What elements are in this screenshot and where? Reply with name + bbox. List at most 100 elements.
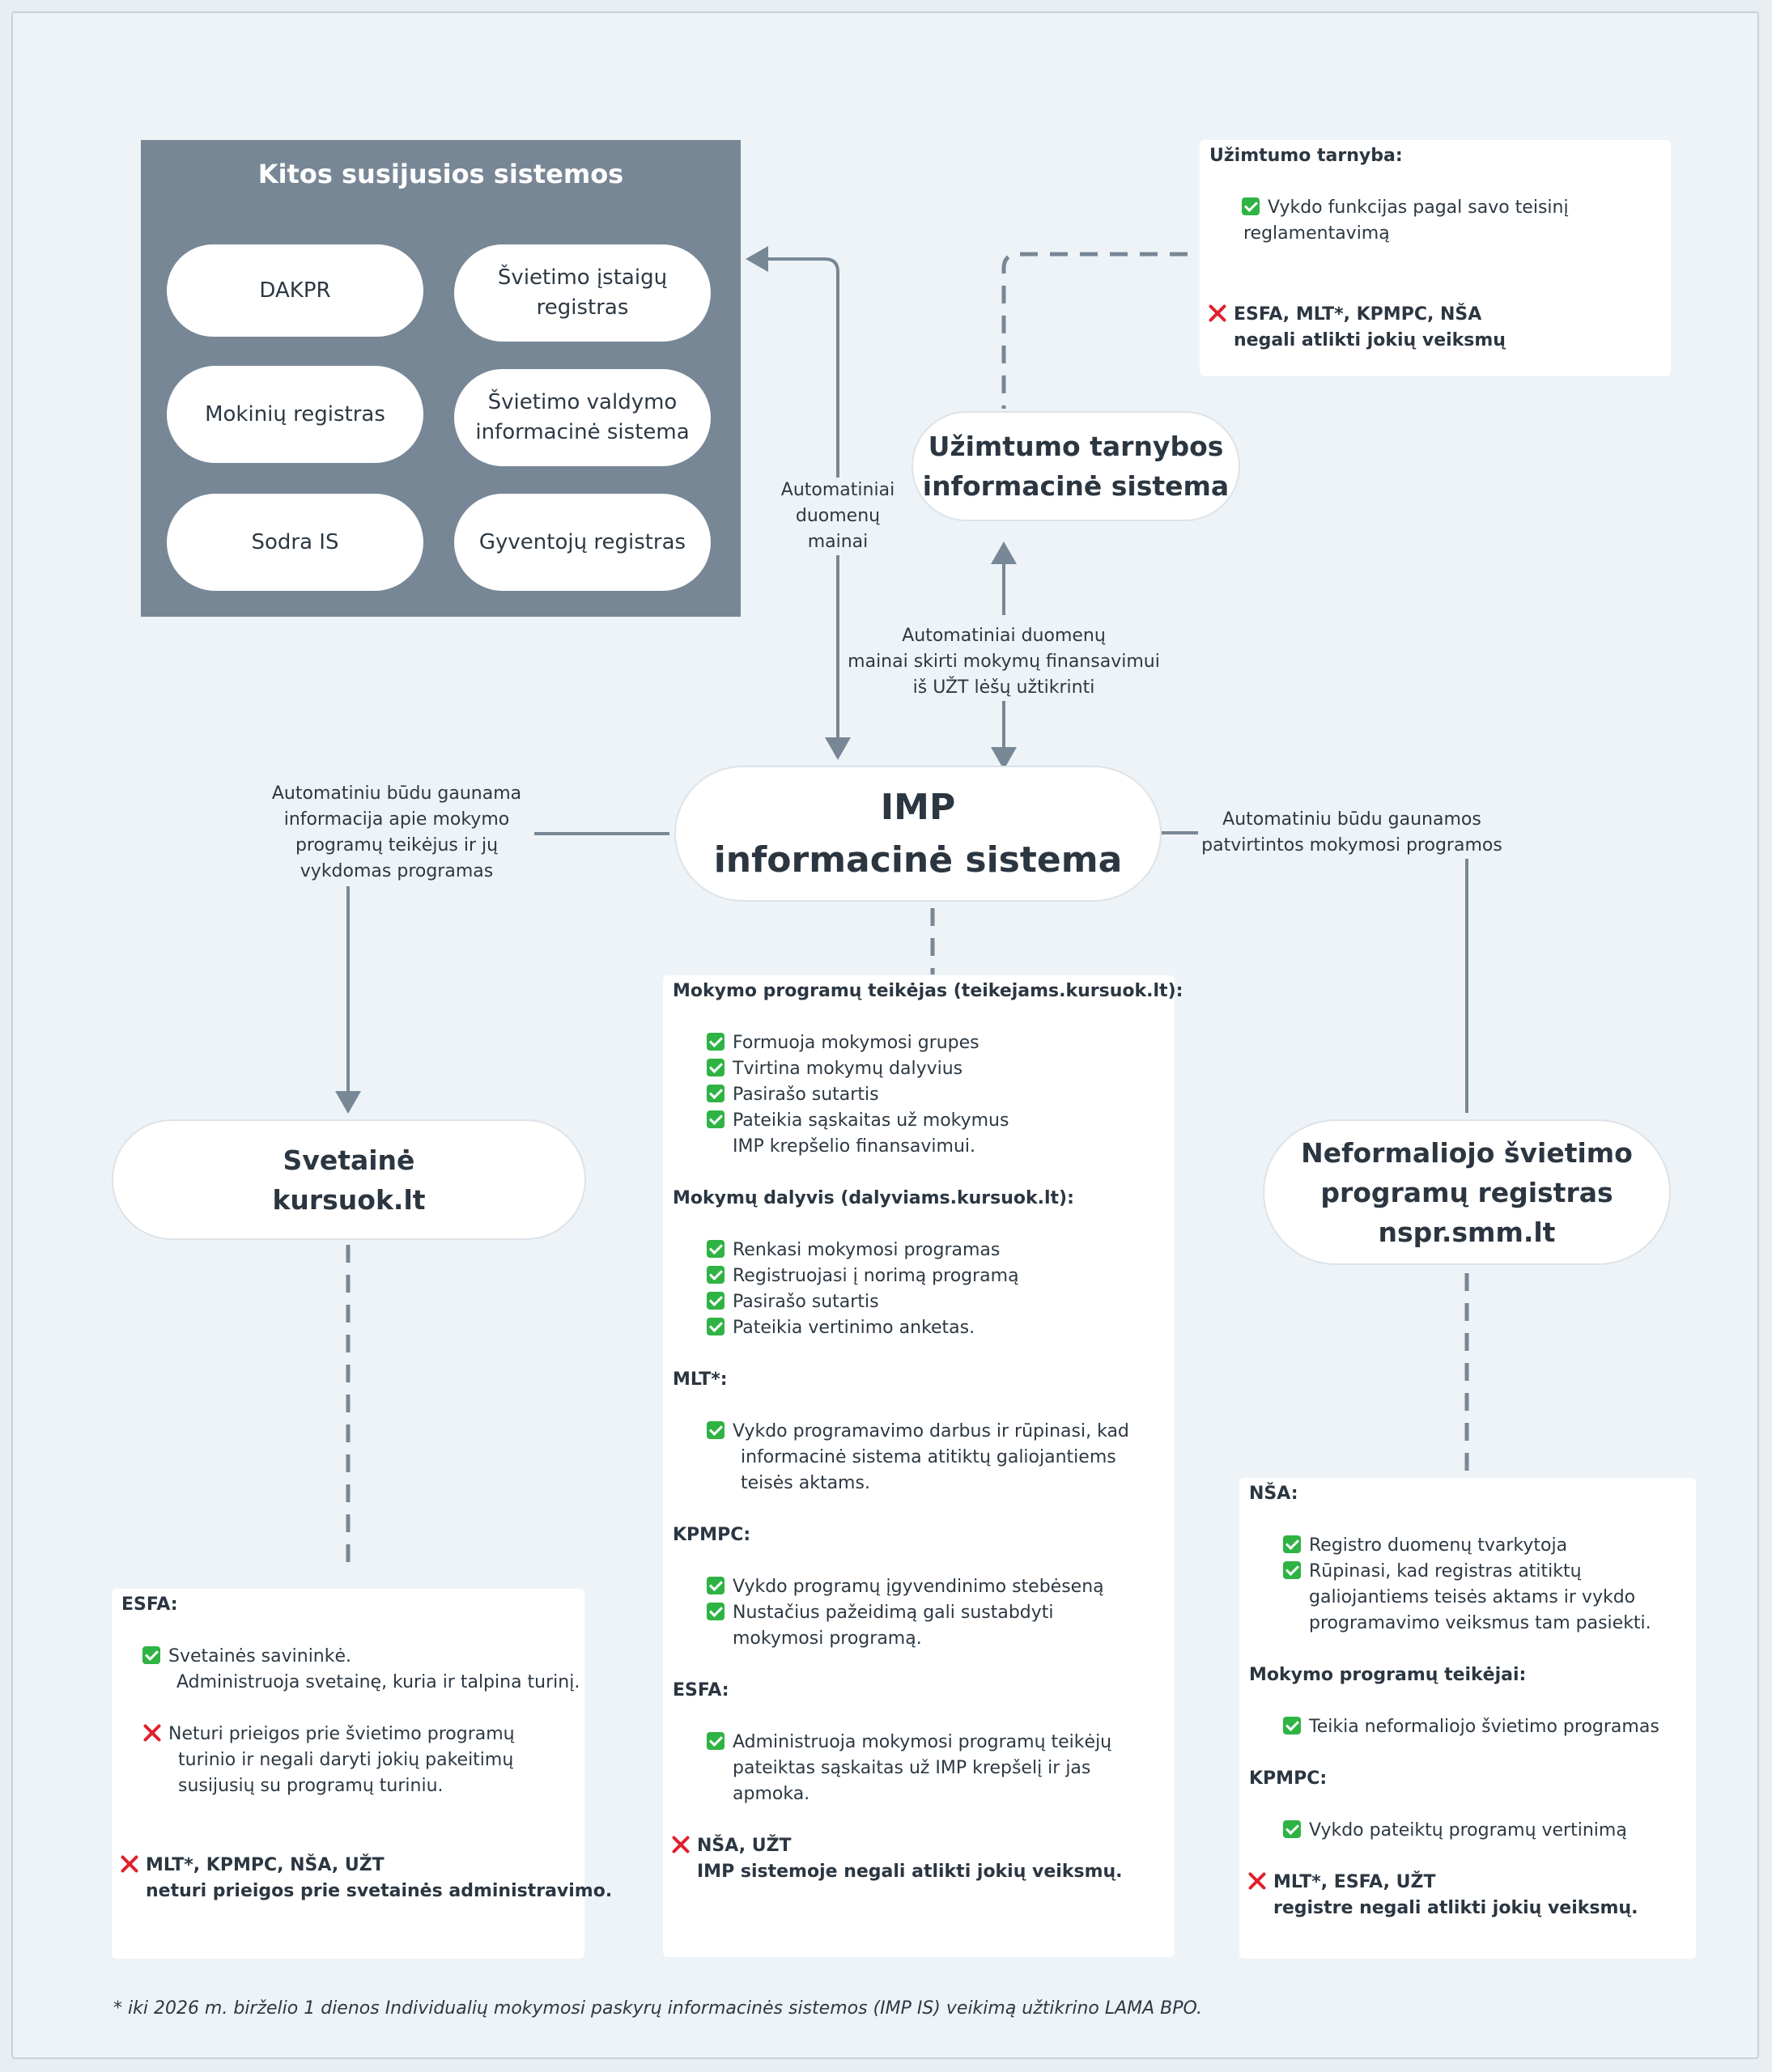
card-nsa-line-10: registre negali atlikti jokių veiksmų.	[1273, 1896, 1638, 1921]
check-icon	[707, 1110, 725, 1128]
card-center-line-2: Tvirtina mokymų dalyvius	[707, 1056, 962, 1082]
card-center-line-5-text: IMP krepšelio finansavimui.	[733, 1136, 975, 1157]
card-nsa-line-0: NŠA:	[1249, 1481, 1298, 1507]
card-center-line-4-text: Pateikia sąskaitas už mokymus	[733, 1110, 1009, 1131]
card-esfa-line-0: ESFA:	[121, 1592, 178, 1618]
card-center-line-22: apmoka.	[733, 1781, 810, 1807]
cross-icon	[1247, 1871, 1267, 1891]
check-icon	[707, 1603, 725, 1620]
card-center-line-22-text: apmoka.	[733, 1784, 810, 1804]
card-center-line-10: Pateikia vertinimo anketas.	[707, 1315, 975, 1341]
card-nsa-line-4-text: programavimo veiksmus tam pasiekti.	[1309, 1613, 1651, 1633]
card-center-line-9-text: Pasirašo sutartis	[733, 1292, 879, 1312]
pill-dakpr-label: DAKPR	[259, 278, 331, 303]
check-icon	[1283, 1820, 1301, 1838]
check-icon	[707, 1732, 725, 1750]
card-center-line-1: Formuoja mokymosi grupes	[707, 1030, 979, 1056]
pill-dakpr: DAKPR	[167, 244, 423, 337]
label-uzt-mainai: Automatiniai duomenų mainai skirti mokym…	[842, 623, 1166, 701]
pill-svietimo-istaigu-label: Švietimo įstaigų registras	[497, 265, 668, 320]
pill-gyventoju: Gyventojų registras	[454, 494, 711, 591]
pill-mokiniu: Mokinių registras	[167, 366, 423, 463]
card-uzt-line-0-text: Užimtumo tarnyba:	[1209, 146, 1403, 166]
card-center-line-24-text: IMP sistemoje negali atlikti jokių veiks…	[697, 1862, 1123, 1882]
card-center-line-3-text: Pasirašo sutartis	[733, 1085, 879, 1105]
check-icon	[707, 1421, 725, 1439]
node-svetaine-title: Svetainė kursuok.lt	[272, 1144, 426, 1216]
label-right-info: Automatiniu būdu gaunamos patvirtintos m…	[1198, 807, 1506, 859]
card-uzt-line-3-text: ESFA, MLT*, KPMPC, NŠA	[1234, 304, 1482, 325]
pill-sodra: Sodra IS	[167, 494, 423, 591]
card-center-line-10-text: Pateikia vertinimo anketas.	[733, 1318, 975, 1338]
card-center-line-12: Vykdo programavimo darbus ir rūpinasi, k…	[707, 1419, 1129, 1445]
check-icon	[707, 1085, 725, 1102]
card-center-line-23: NŠA, UŽT	[671, 1833, 792, 1859]
card-center-line-20-text: Administruoja mokymosi programų teikėjų	[733, 1732, 1112, 1752]
card-uzt-line-4-text: negali atlikti jokių veiksmų	[1234, 330, 1506, 350]
node-nspr-title: Neformaliojo švietimo programų registras…	[1301, 1136, 1633, 1248]
card-esfa-line-3: Neturi prieigos prie švietimo programų	[142, 1722, 515, 1747]
card-uzt-line-2: reglamentavimą	[1243, 221, 1390, 247]
card-center-line-5: IMP krepšelio finansavimui.	[733, 1134, 975, 1160]
card-center-line-9: Pasirašo sutartis	[707, 1289, 879, 1315]
card-esfa: ESFA: Svetainės savininkė. Administruoja…	[112, 1589, 612, 1959]
card-center-line-23-text: NŠA, UŽT	[697, 1836, 792, 1856]
card-uzt-line-0: Užimtumo tarnyba:	[1209, 143, 1403, 169]
cross-icon	[120, 1854, 139, 1874]
kitos-panel: Kitos susijusios sistemos DAKPR Švietimo…	[141, 140, 741, 617]
check-icon	[1283, 1717, 1301, 1734]
edge-uzt-card	[1001, 252, 1188, 409]
check-icon	[707, 1292, 725, 1310]
check-icon	[707, 1059, 725, 1076]
card-uzt-line-4: negali atlikti jokių veiksmų	[1234, 328, 1506, 354]
check-icon	[707, 1240, 725, 1258]
card-center-line-0: Mokymo programų teikėjas (teikejams.kurs…	[673, 979, 1183, 1004]
card-nsa-line-6: Teikia neformaliojo švietimo programas	[1283, 1714, 1659, 1740]
card-nsa-line-5: Mokymo programų teikėjai:	[1249, 1662, 1526, 1688]
card-center: Mokymo programų teikėjas (teikejams.kurs…	[663, 975, 1183, 1957]
card-nsa-line-10-text: registre negali atlikti jokių veiksmų.	[1273, 1898, 1638, 1918]
card-nsa-line-8-text: Vykdo pateiktų programų vertinimą	[1309, 1820, 1627, 1841]
card-center-line-19: ESFA:	[673, 1678, 729, 1704]
card-center-line-11: MLT*:	[673, 1367, 728, 1393]
card-center-line-0-text: Mokymo programų teikėjas (teikejams.kurs…	[673, 981, 1183, 1001]
node-imp-title: IMP informacinė sistema	[713, 787, 1123, 881]
pill-svietimo-valdymo: Švietimo valdymo informacinė sistema	[454, 369, 711, 466]
card-esfa-line-3-text: Neturi prieigos prie švietimo programų	[168, 1724, 515, 1744]
card-center-line-16: Vykdo programų įgyvendinimo stebėseną	[707, 1574, 1104, 1600]
card-center-line-13-text: informacinė sistema atitiktų galiojantie…	[741, 1447, 1116, 1467]
card-uzt-line-2-text: reglamentavimą	[1243, 223, 1390, 244]
card-esfa-line-0-text: ESFA:	[121, 1594, 178, 1615]
check-icon	[1283, 1535, 1301, 1553]
card-esfa-line-5: susijusių su programų turiniu.	[178, 1773, 444, 1799]
card-esfa-line-7-text: neturi prieigos prie svetainės administr…	[146, 1881, 613, 1901]
card-center-line-15-text: KPMPC:	[673, 1525, 751, 1545]
footnote: * iki 2026 m. birželio 1 dienos Individu…	[113, 1998, 1202, 2019]
card-nsa-line-5-text: Mokymo programų teikėjai:	[1249, 1665, 1527, 1685]
node-uzt-is: Užimtumo tarnybos informacinė sistema	[913, 413, 1239, 520]
card-uzt: Užimtumo tarnyba: Vykdo funkcijas pagal …	[1200, 140, 1671, 376]
card-center-line-4: Pateikia sąskaitas už mokymus	[707, 1108, 1009, 1134]
card-uzt-line-1: Vykdo funkcijas pagal savo teisinį	[1242, 195, 1569, 221]
card-center-line-20: Administruoja mokymosi programų teikėjų	[707, 1730, 1111, 1756]
card-nsa-line-3: galiojantiems teisės aktams ir vykdo	[1309, 1585, 1635, 1611]
card-center-line-1-text: Formuoja mokymosi grupes	[733, 1033, 979, 1053]
card-nsa-line-2: Rūpinasi, kad registras atitiktų	[1283, 1559, 1582, 1585]
card-nsa-line-6-text: Teikia neformaliojo švietimo programas	[1309, 1717, 1659, 1737]
card-center-line-8: Registruojasi į norimą programą	[707, 1263, 1019, 1289]
card-center-line-16-text: Vykdo programų įgyvendinimo stebėseną	[733, 1577, 1104, 1597]
card-nsa-line-8: Vykdo pateiktų programų vertinimą	[1283, 1818, 1627, 1844]
card-center-line-7-text: Renkasi mokymosi programas	[733, 1240, 1001, 1260]
card-nsa: NŠA: Registro duomenų tvarkytoja Rūpinas…	[1239, 1478, 1696, 1959]
card-nsa-line-1-text: Registro duomenų tvarkytoja	[1309, 1535, 1568, 1556]
card-center-line-18-text: mokymosi programą.	[733, 1628, 922, 1649]
card-uzt-line-1-text: Vykdo funkcijas pagal savo teisinį	[1268, 197, 1569, 218]
card-esfa-line-1: Svetainės savininkė.	[142, 1644, 351, 1670]
node-nspr: Neformaliojo švietimo programų registras…	[1264, 1121, 1669, 1263]
card-center-line-6-text: Mokymų dalyvis (dalyviams.kursuok.lt):	[673, 1188, 1074, 1208]
cross-icon	[1208, 304, 1227, 323]
card-nsa-line-9: MLT*, ESFA, UŽT	[1247, 1870, 1435, 1896]
card-center-line-13: informacinė sistema atitiktų galiojantie…	[741, 1445, 1116, 1471]
